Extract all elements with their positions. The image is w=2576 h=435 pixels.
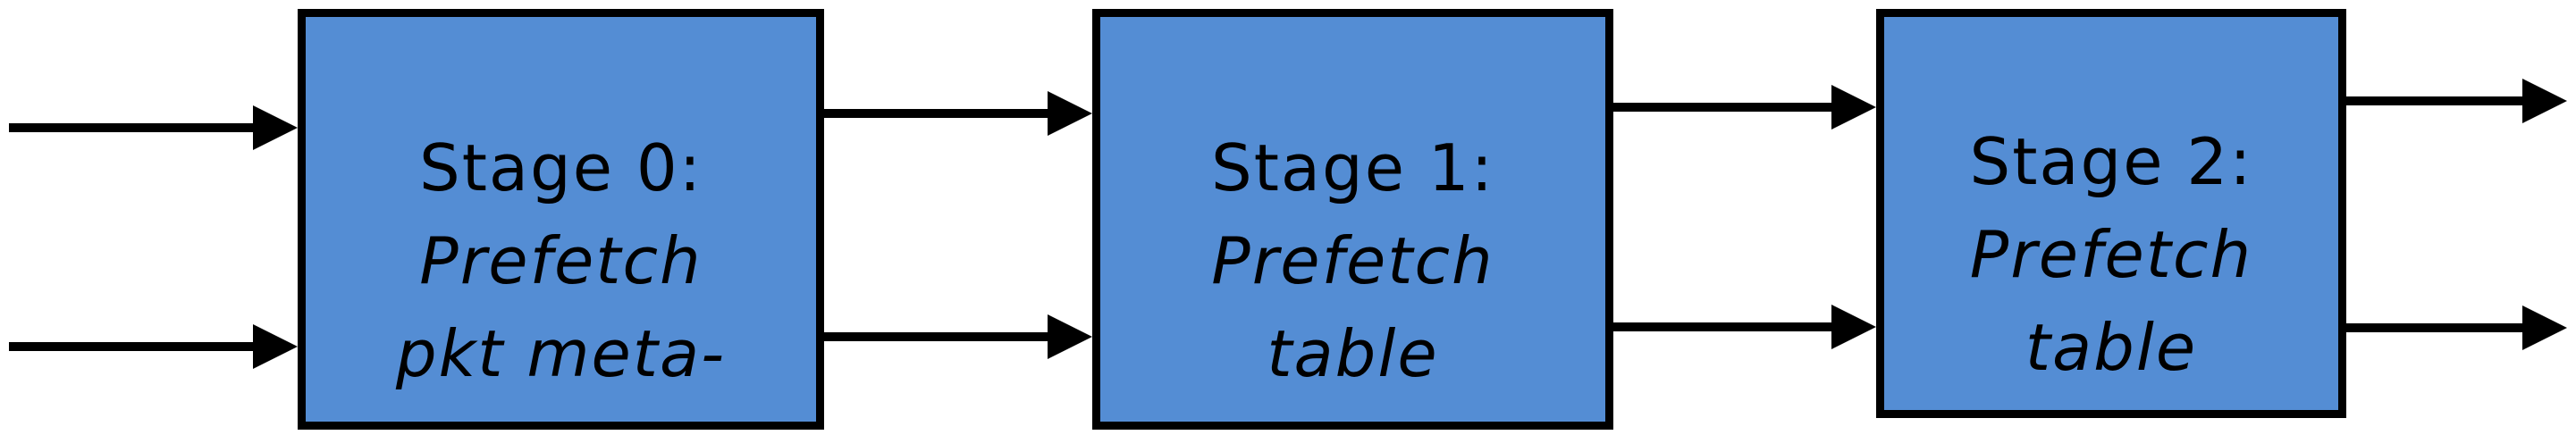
arrow-shaft (2346, 323, 2530, 332)
input-arrow-bottom (9, 324, 298, 369)
arrow-head-icon (1048, 314, 1092, 359)
stage-1-subtitle-line-1: Prefetch (1211, 222, 1494, 298)
arrow-shaft (2346, 96, 2530, 105)
arrow-head-icon (2522, 79, 2567, 123)
arrow-shaft (1613, 322, 1839, 331)
stage-2-subtitle-line-1: Prefetch (1969, 217, 2253, 292)
arrow-shaft (9, 342, 260, 351)
arrow-shaft (1613, 103, 1839, 112)
arrow-head-icon (2522, 305, 2567, 350)
stage1-to-stage2-arrow-top (1613, 85, 1876, 130)
stage-1-title: Stage 1: (1210, 130, 1494, 205)
stage-0-label: Stage 0: Prefetch pkt meta- (396, 121, 726, 400)
stage-1-subtitle-line-2: table (1267, 315, 1439, 391)
stage-box-1: Stage 1: Prefetch table (1092, 9, 1613, 430)
output-arrow-top (2346, 79, 2567, 123)
stage-0-title: Stage 0: (418, 130, 703, 205)
arrow-shaft (9, 123, 260, 132)
stage-1-label: Stage 1: Prefetch table (1211, 121, 1494, 400)
stage-2-title: Stage 2: (1969, 124, 2253, 199)
stage-2-subtitle-line-2: table (2025, 310, 2198, 385)
arrow-head-icon (1831, 305, 1876, 349)
arrow-shaft (824, 332, 1055, 341)
stage-0-subtitle-line-1: Prefetch (419, 222, 703, 298)
arrow-head-icon (1831, 85, 1876, 130)
stage-2-label: Stage 2: Prefetch table (1969, 115, 2252, 394)
stage-box-0: Stage 0: Prefetch pkt meta- (298, 9, 824, 430)
stage-0-subtitle-line-2: pkt meta- (395, 315, 727, 391)
stage0-to-stage1-arrow-bottom (824, 314, 1092, 359)
stage-box-2: Stage 2: Prefetch table (1876, 9, 2346, 418)
stage0-to-stage1-arrow-top (824, 91, 1092, 136)
stage1-to-stage2-arrow-bottom (1613, 305, 1876, 349)
arrow-head-icon (1048, 91, 1092, 136)
output-arrow-bottom (2346, 305, 2567, 350)
arrow-head-icon (253, 324, 298, 369)
input-arrow-top (9, 105, 298, 150)
arrow-shaft (824, 109, 1055, 118)
arrow-head-icon (253, 105, 298, 150)
